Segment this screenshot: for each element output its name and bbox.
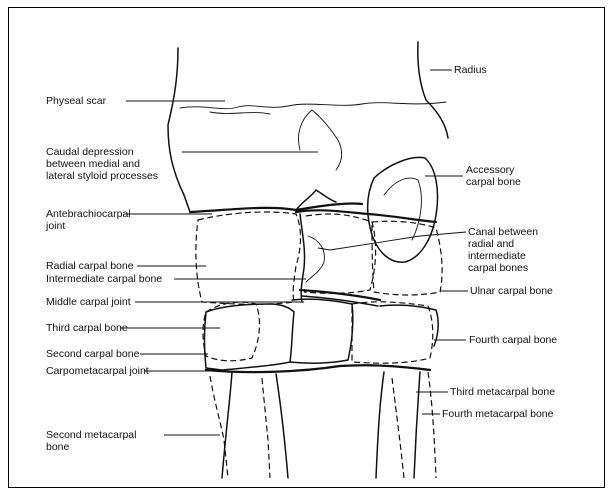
fourth-metacarpal-outline bbox=[376, 372, 384, 478]
radial-carpal-outline bbox=[196, 212, 301, 304]
label-canal: Canal between radial and intermediate ca… bbox=[468, 226, 538, 274]
label-ulnar-carpal: Ulnar carpal bone bbox=[470, 285, 553, 297]
label-second-carpal: Second carpal bone bbox=[46, 348, 139, 360]
label-radius: Radius bbox=[454, 64, 487, 76]
label-caudal-depression: Caudal depression between medial and lat… bbox=[46, 146, 158, 182]
caudal-depression bbox=[299, 110, 342, 170]
label-fourth-metacarpal: Fourth metacarpal bone bbox=[442, 408, 553, 420]
fourth-carpal-outline bbox=[352, 302, 433, 363]
second-metacarpal-inner bbox=[262, 378, 270, 478]
third-metacarpal-medial bbox=[276, 374, 288, 478]
intermediate-carpal-dashed bbox=[304, 214, 376, 293]
third-metacarpal-outline bbox=[222, 372, 232, 478]
third-carpal-outline bbox=[205, 304, 295, 370]
label-physeal-scar: Physeal scar bbox=[46, 95, 106, 107]
label-third-carpal: Third carpal bone bbox=[46, 322, 128, 334]
leader-canal bbox=[318, 232, 466, 250]
intermediate-carpal-outline bbox=[300, 214, 305, 302]
canal bbox=[306, 236, 324, 282]
accessory-carpal-inner bbox=[384, 178, 421, 240]
radius-lateral-outline bbox=[418, 42, 448, 138]
label-middle-carpal-joint: Middle carpal joint bbox=[46, 296, 131, 308]
label-antebrachiocarpal: Antebrachiocarpal joint bbox=[46, 208, 131, 232]
label-accessory-carpal: Accessory carpal bone bbox=[466, 164, 521, 188]
third-carpal-inner bbox=[290, 299, 353, 363]
label-carpometacarpal: Carpometacarpal joint bbox=[46, 365, 149, 377]
fourth-metacarpal-lateral bbox=[414, 372, 420, 478]
radius-outline bbox=[168, 48, 190, 212]
label-third-metacarpal: Third metacarpal bone bbox=[450, 386, 555, 398]
label-intermediate-carpal: Intermediate carpal bone bbox=[46, 273, 162, 285]
accessory-carpal-outline bbox=[368, 157, 438, 262]
metacarpal-dashed-inner bbox=[392, 378, 404, 478]
fourth-metacarpal-dashed bbox=[428, 372, 436, 478]
label-fourth-carpal: Fourth carpal bone bbox=[469, 334, 557, 346]
label-radial-carpal: Radial carpal bone bbox=[46, 260, 134, 272]
physeal-scar-2 bbox=[210, 112, 270, 114]
label-second-metacarpal: Second metacarpal bone bbox=[46, 429, 136, 453]
second-metacarpal-outline bbox=[210, 376, 228, 478]
physeal-scar bbox=[180, 102, 446, 109]
